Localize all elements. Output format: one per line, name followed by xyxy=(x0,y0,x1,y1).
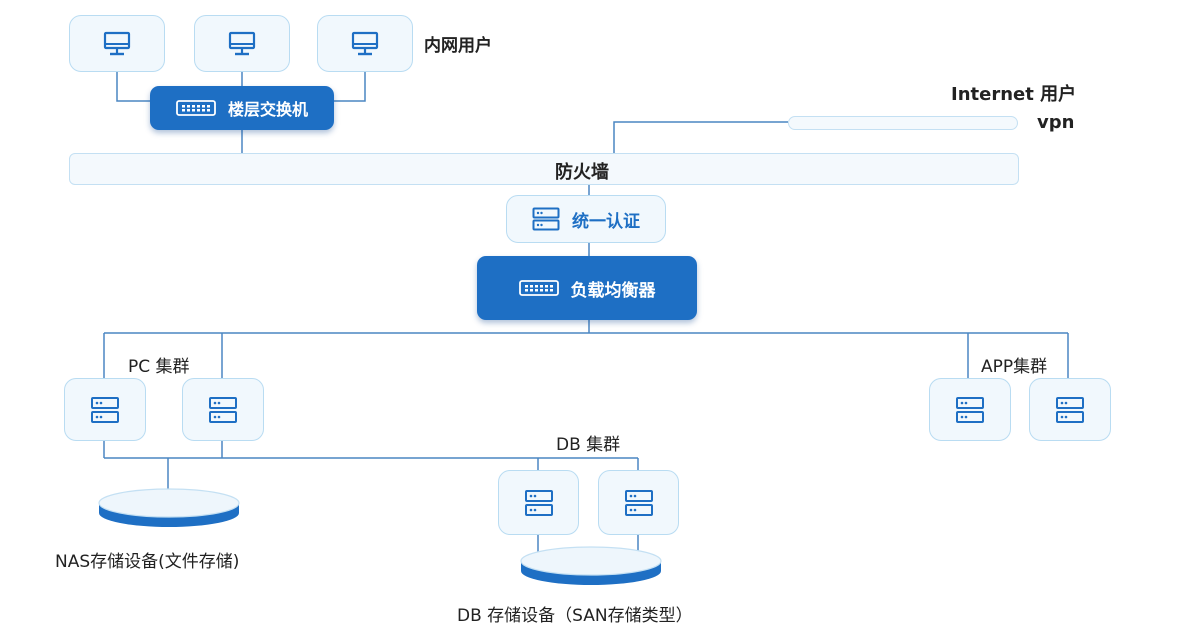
intranet-pc-1 xyxy=(69,15,165,72)
floor-switch-label: 楼层交换机 xyxy=(227,100,308,119)
switch-icon xyxy=(518,280,559,296)
server-icon xyxy=(209,396,237,423)
pc-cluster-server-2 xyxy=(182,378,264,441)
internet-users-label: Internet 用户 xyxy=(951,84,1077,105)
monitor-icon xyxy=(351,31,379,55)
san-storage-disk xyxy=(520,546,662,585)
vpn-tunnel xyxy=(788,116,1018,130)
server-icon xyxy=(91,396,119,423)
app-cluster-label: APP集群 xyxy=(981,357,1048,377)
nas-storage-label: NAS存储设备(文件存储) xyxy=(55,552,240,572)
server-icon xyxy=(532,207,560,231)
app-cluster-server-2 xyxy=(1029,378,1111,441)
server-icon xyxy=(524,489,553,516)
nas-storage-disk xyxy=(98,488,240,527)
intranet-pc-3 xyxy=(317,15,413,72)
intranet-users-label: 内网用户 xyxy=(424,36,492,56)
firewall-bar xyxy=(69,153,1019,185)
monitor-icon xyxy=(228,31,256,55)
vpn-label: vpn xyxy=(1037,112,1075,133)
intranet-pc-2 xyxy=(194,15,290,72)
load-balancer: 负载均衡器 xyxy=(477,256,697,320)
firewall-label: 防火墙 xyxy=(555,162,609,183)
floor-switch: 楼层交换机 xyxy=(150,86,334,130)
db-storage-label: DB 存储设备（SAN存储类型） xyxy=(457,606,693,626)
server-icon xyxy=(1056,396,1084,423)
switch-icon xyxy=(176,100,216,116)
pc-cluster-label: PC 集群 xyxy=(128,357,190,377)
server-icon xyxy=(624,489,653,516)
monitor-icon xyxy=(103,31,131,55)
pc-cluster-server-1 xyxy=(64,378,146,441)
db-cluster-server-1 xyxy=(498,470,579,535)
unified-auth-label: 统一认证 xyxy=(572,211,640,232)
server-icon xyxy=(956,396,984,423)
db-cluster-label: DB 集群 xyxy=(556,435,621,455)
load-balancer-label: 负载均衡器 xyxy=(570,280,656,301)
app-cluster-server-1 xyxy=(929,378,1011,441)
unified-auth: 统一认证 xyxy=(506,195,666,243)
db-cluster-server-2 xyxy=(598,470,679,535)
